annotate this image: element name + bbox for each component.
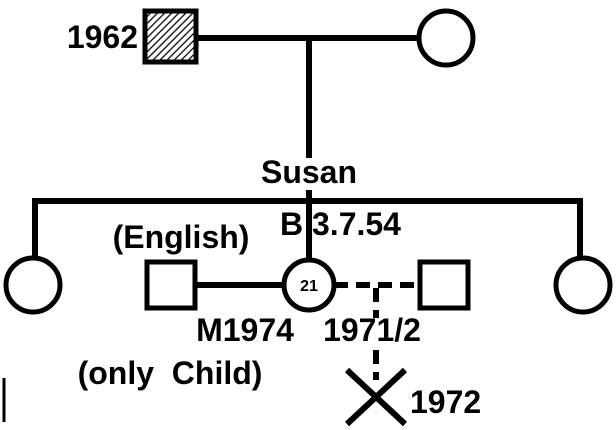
partner-years-label: 1971/2 xyxy=(323,312,421,348)
susan-age-label: 21 xyxy=(300,278,318,295)
right-sister-circle xyxy=(553,255,613,315)
husband-square xyxy=(144,259,198,311)
susan-circle xyxy=(281,257,337,313)
grandfather-year-label: 1962 xyxy=(67,19,138,55)
miscarriage-year-label: 1972 xyxy=(410,384,481,420)
susan-name-label: Susan xyxy=(261,154,357,190)
susan-birth-label: B 3.7.54 xyxy=(280,206,401,242)
marriage-year-label: M1974 xyxy=(196,312,294,348)
grandfather-square xyxy=(142,8,199,65)
miscarriage-cross-b xyxy=(344,367,408,427)
partner-square xyxy=(417,259,471,311)
husband-nationality-label: (English) xyxy=(113,219,250,255)
husband-note-label: (only Child) xyxy=(78,355,263,391)
left-sister-circle xyxy=(3,255,63,315)
grandmother-circle xyxy=(416,8,476,68)
